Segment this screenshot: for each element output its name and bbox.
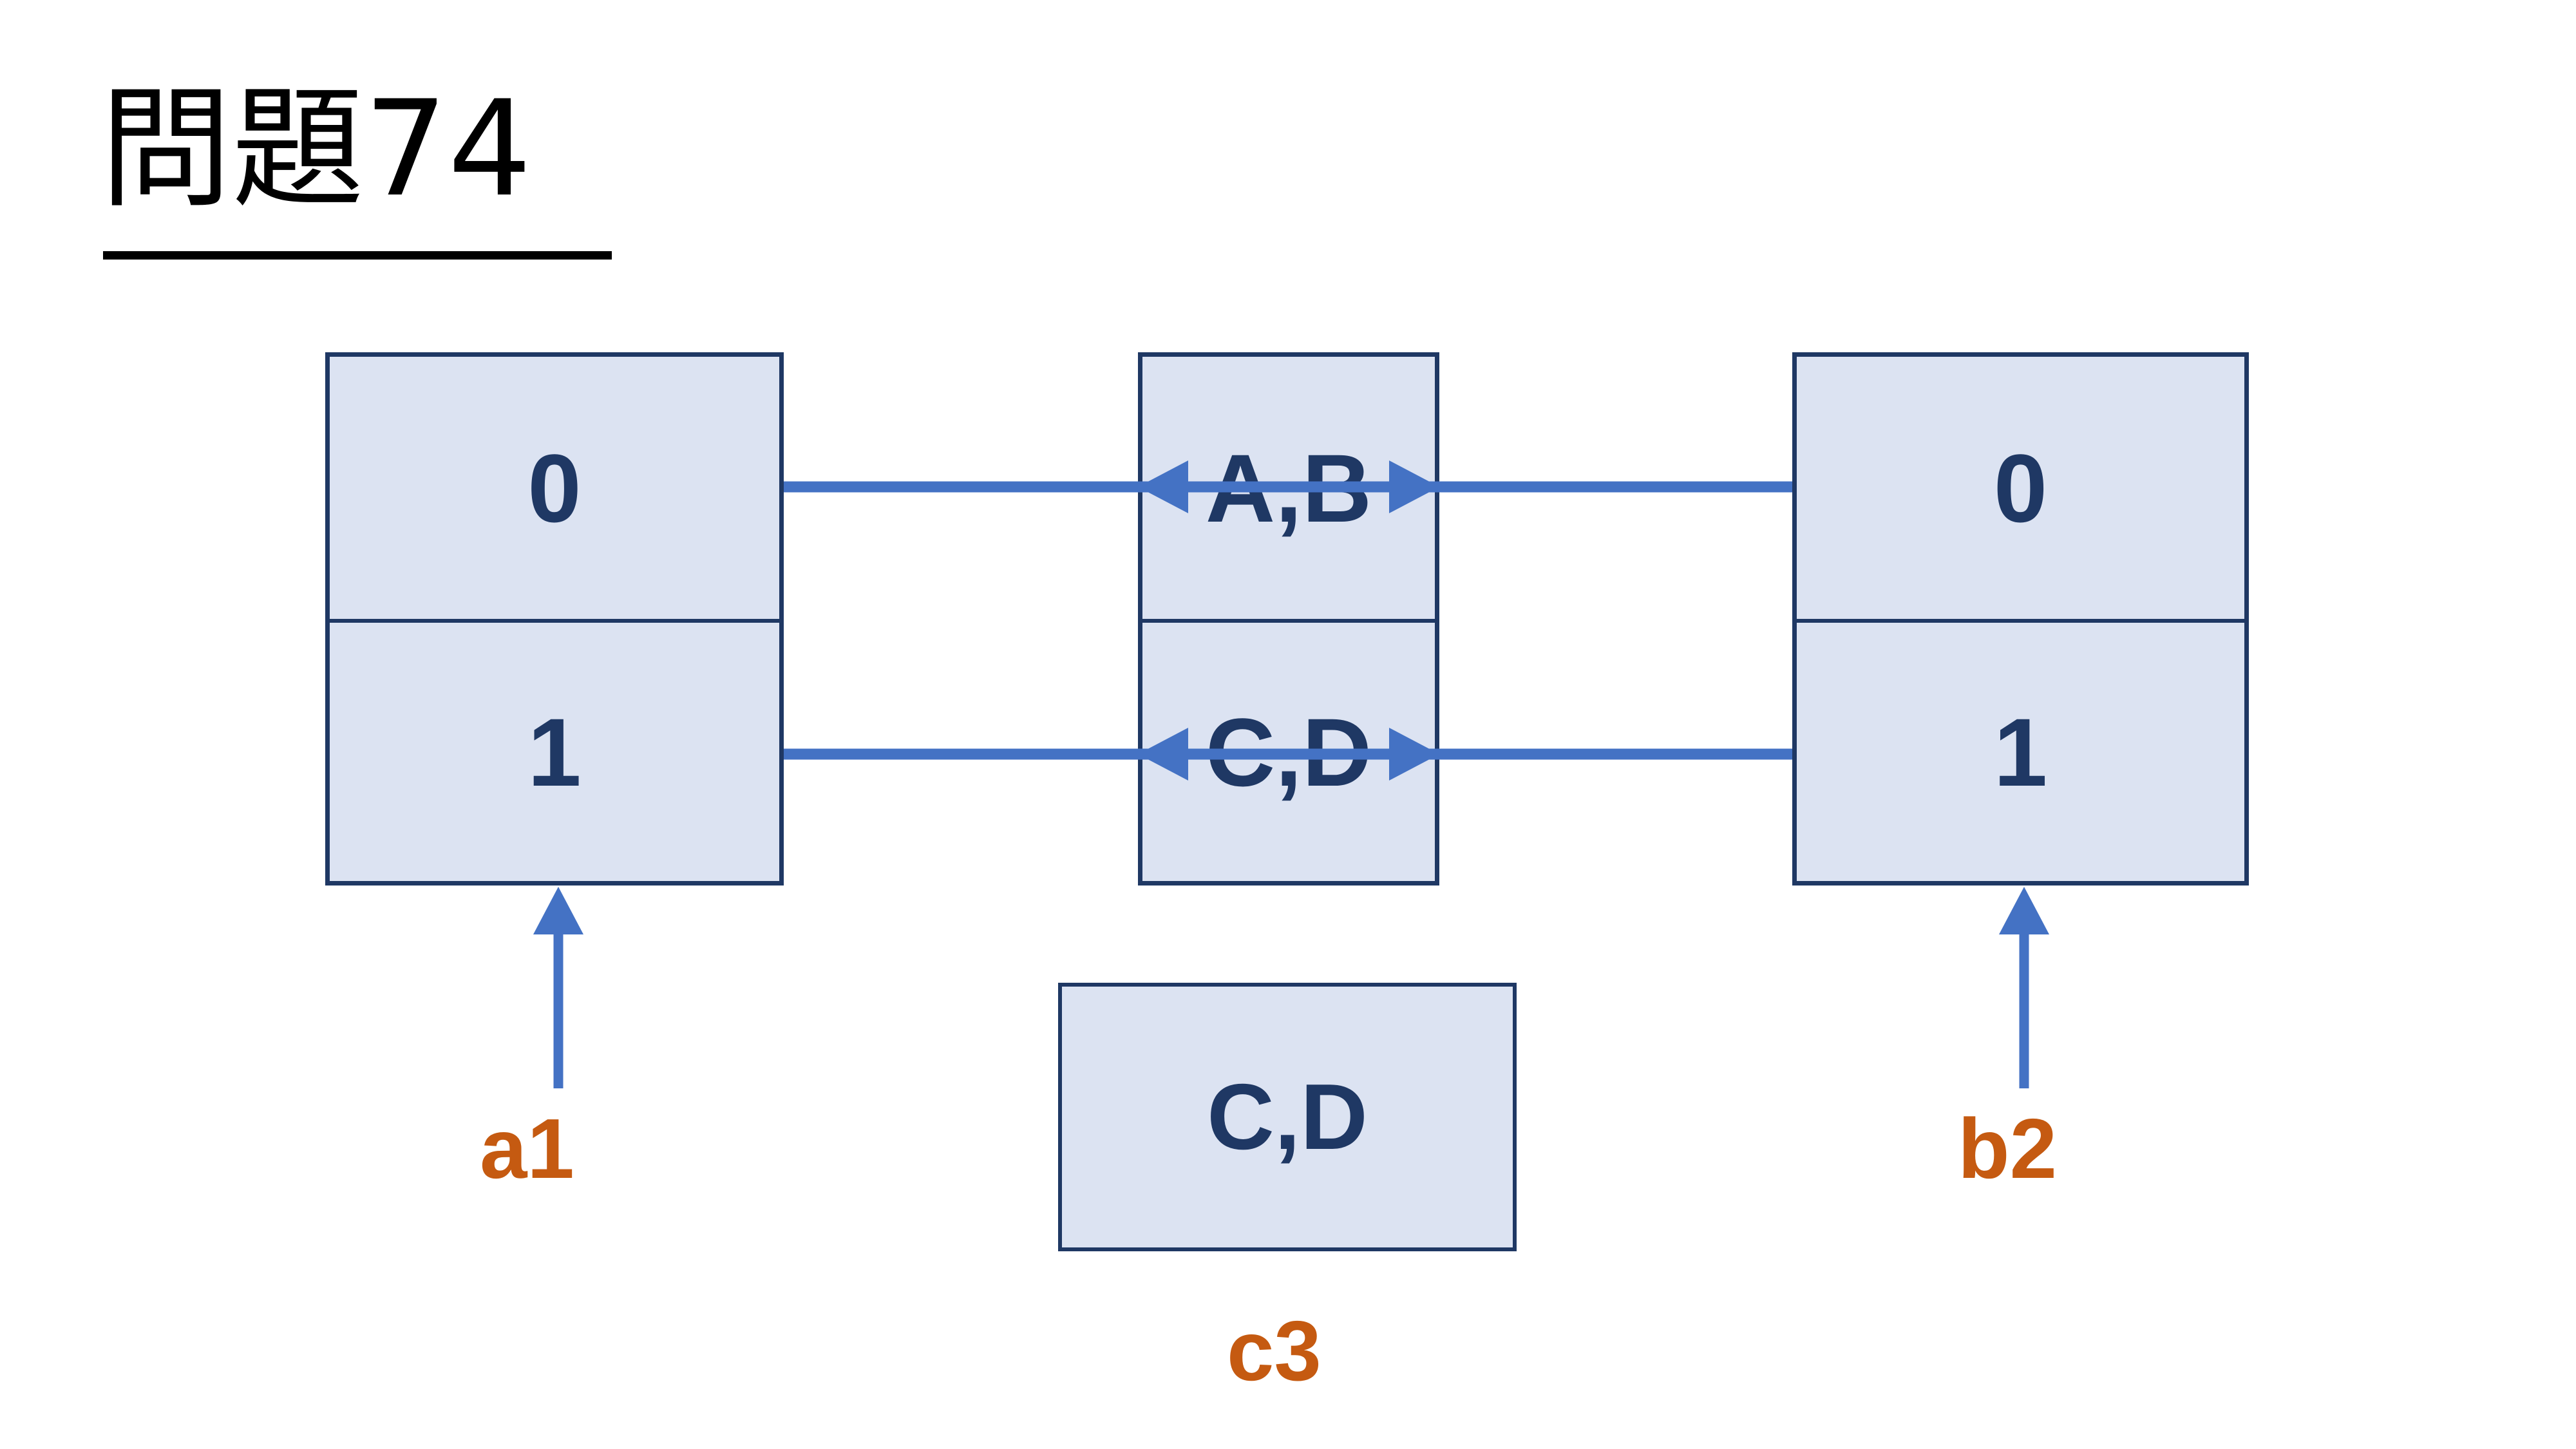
- label-a1: a1: [480, 1101, 574, 1196]
- left-stack-cell-0[interactable]: 0: [527, 433, 582, 542]
- title-underline: [103, 251, 612, 260]
- page-title: 問題74: [100, 73, 532, 226]
- page-title-block: 問題74: [100, 73, 615, 260]
- left-stack-cell-1[interactable]: 1: [330, 619, 779, 881]
- left-stack-box[interactable]: 0 1: [325, 352, 784, 886]
- label-b2: b2: [1958, 1101, 2058, 1196]
- middle-stack-box[interactable]: A,B C,D: [1138, 352, 1439, 886]
- arrow-b2-to-right-stack: [1999, 887, 2049, 1088]
- right-stack-cell-0[interactable]: 0: [1993, 433, 2048, 542]
- arrow-a1-to-left-stack: [533, 887, 583, 1088]
- middle-stack-cell-cd[interactable]: C,D: [1142, 619, 1435, 881]
- middle-stack-cell-ab[interactable]: A,B: [1205, 433, 1372, 542]
- label-c3: c3: [1227, 1303, 1321, 1398]
- bottom-single-box[interactable]: C,D: [1058, 983, 1517, 1251]
- right-stack-box[interactable]: 0 1: [1792, 352, 2249, 886]
- right-stack-cell-1[interactable]: 1: [1797, 619, 2244, 881]
